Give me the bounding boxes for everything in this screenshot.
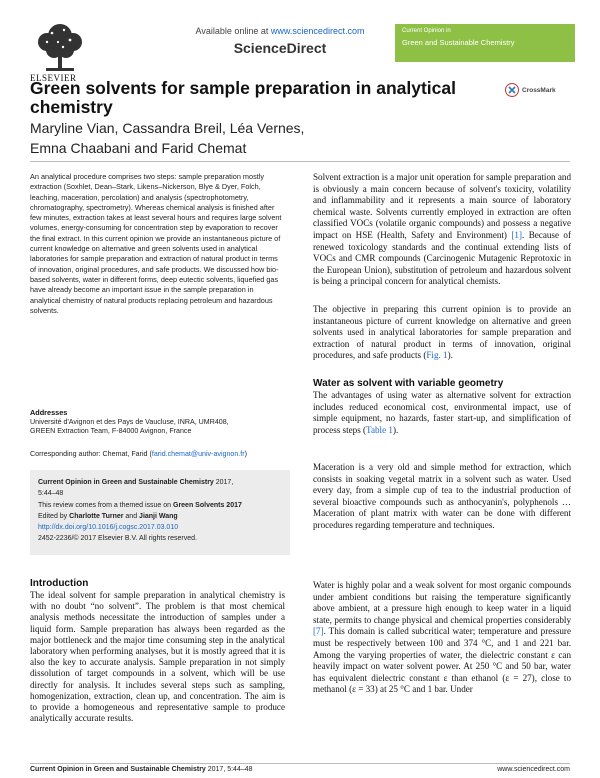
corresponding-author: Corresponding author: Chemat, Farid (far… [30,450,290,458]
crossmark-label: CrossMark [522,86,556,94]
copyright-line: 2452-2236/© 2017 Elsevier B.V. All right… [38,535,197,543]
footer-journal: Current Opinion in Green and Sustainable… [30,766,206,773]
author-list: Maryline Vian, Cassandra Breil, Léa Vern… [30,118,430,158]
p5-text-a: Water is highly polar and a weak solvent… [313,580,571,625]
addresses-text: Université d'Avignon et des Pays de Vauc… [30,418,285,437]
editor-2: Jianji Wang [139,512,178,520]
footer-pages: 2017, 5:44–48 [205,766,253,773]
crossmark-badge[interactable]: CrossMark [505,82,571,98]
footer-divider [30,763,570,764]
corresponding-email-link[interactable]: farid.chemat@univ-avignon.fr [151,450,245,458]
sciencedirect-name: ScienceDirect [233,40,327,56]
editors-line: Edited by Charlotte Turner and Jianji Wa… [38,511,282,522]
themed-issue-prefix: This review comes from a themed issue on [38,501,173,509]
article-title: Green solvents for sample preparation in… [30,78,456,117]
p5-text-b: . This domain is called subcritical wate… [313,626,571,695]
sciencedirect-link[interactable]: www.sciencedirect.com [270,26,365,36]
crossmark-icon [505,83,519,97]
citation-line: Current Opinion in Green and Sustainable… [38,477,282,488]
citation-year: 2017, [213,479,234,486]
citation-journal: Current Opinion in Green and Sustainable… [38,479,214,486]
body-paragraph-4: Maceration is a very old and simple meth… [313,462,571,530]
body-paragraph-1: Solvent extraction is a major unit opera… [313,172,571,288]
p2-text-b: ). [447,350,453,361]
introduction-paragraph: The ideal solvent for sample preparation… [30,590,285,724]
journal-banner-line1: Current Opinion in [402,28,451,34]
p2-text-a: The objective in preparing this current … [313,304,571,361]
ref-link-1[interactable]: [1] [511,229,522,240]
doi-link[interactable]: http://dx.doi.org/10.1016/j.cogsc.2017.0… [38,524,179,532]
body-paragraph-2: The objective in preparing this current … [313,304,571,362]
abstract-text: An analytical procedure comprises two st… [30,172,282,315]
address-line-2: GREEN Extraction Team, F-84000 Avignon, … [30,427,192,436]
address-line-1: Université d'Avignon et des Pays de Vauc… [30,418,229,426]
themed-issue-name: Green Solvents 2017 [173,501,242,509]
footer-site-link[interactable]: www.sciencedirect.com [497,766,570,773]
citation-pages: 5:44–48 [38,490,64,498]
available-online-line: Available online at www.sciencedirect.co… [160,26,400,36]
addresses-heading: Addresses [30,408,68,417]
p3-text-a: The advantages of using water as alterna… [313,390,571,435]
corresponding-prefix: Corresponding author: Chemat, Farid ( [30,450,152,458]
figure-link-1[interactable]: Fig. 1 [426,350,448,361]
header-divider [30,161,570,162]
authors-line-2: Emna Chaabani and Farid Chemat [30,140,247,156]
p1-text-a: Solvent extraction is a major unit opera… [313,172,571,240]
journal-banner: Current Opinion in Green and Sustainable… [395,24,575,62]
p1-text-b: . Because of renewed toxicology standard… [313,229,571,287]
table-link-1[interactable]: Table 1 [366,424,393,435]
authors-line-1: Maryline Vian, Cassandra Breil, Léa Vern… [30,120,305,136]
journal-banner-line2: Green and Sustainable Chemistry [402,38,515,47]
themed-issue-line: This review comes from a themed issue on… [38,500,282,511]
corresponding-suffix: ) [244,450,247,458]
water-section-heading: Water as solvent with variable geometry [313,378,504,389]
introduction-heading: Introduction [30,578,89,589]
body-paragraph-5: Water is highly polar and a weak solvent… [313,580,571,696]
body-paragraph-3: The advantages of using water as alterna… [313,390,571,436]
elsevier-wordmark: ELSEVIER [30,73,77,83]
editors-and: and [123,512,140,520]
elsevier-tree-logo [32,20,88,76]
editors-prefix: Edited by [38,512,70,520]
available-prefix: Available online at [195,26,271,36]
footer-citation: Current Opinion in Green and Sustainable… [30,766,253,773]
ref-link-7[interactable]: [7] [313,626,324,637]
article-info-box: Current Opinion in Green and Sustainable… [30,470,290,555]
p3-text-b: ). [392,424,399,435]
editor-1: Charlotte Turner [69,512,124,520]
